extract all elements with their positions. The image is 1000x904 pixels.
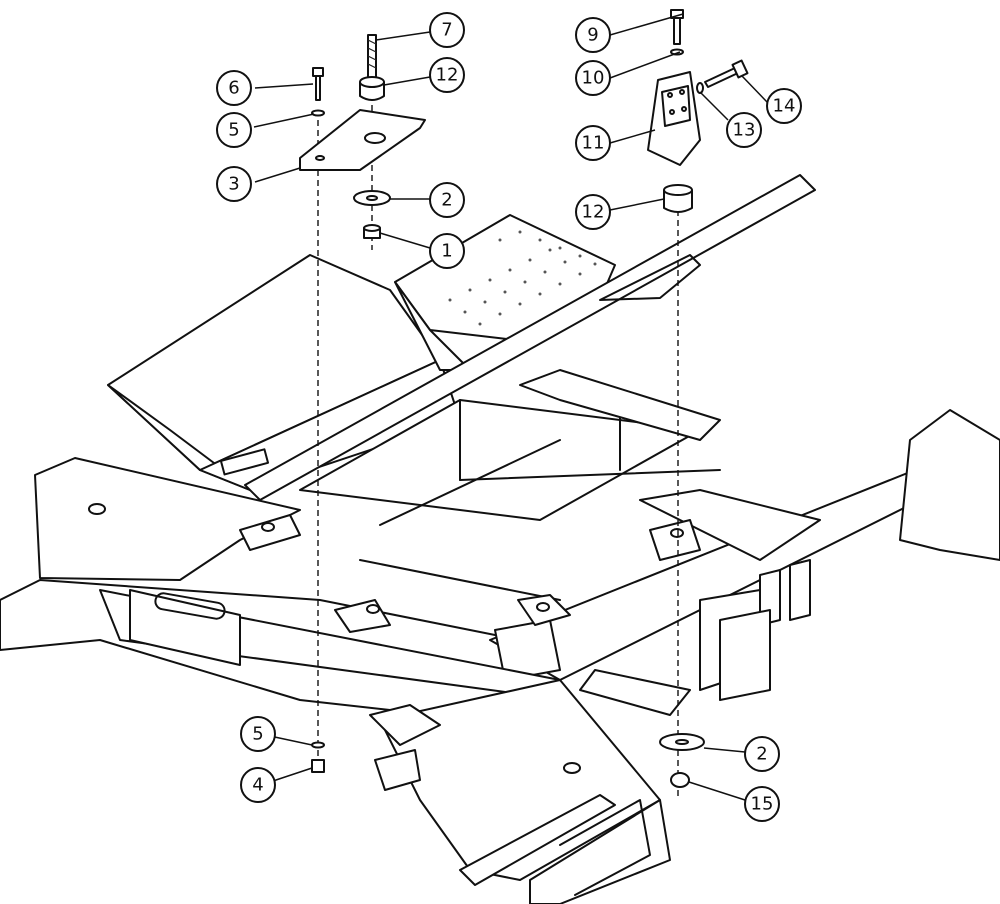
- callout-label: 3: [228, 174, 239, 195]
- callout-label: 7: [441, 20, 452, 41]
- lower-left-rail: [99, 589, 566, 701]
- callout-label: 2: [756, 744, 767, 765]
- callout-11: 11: [575, 125, 611, 161]
- right-beam: [489, 409, 1000, 701]
- callout-label: 6: [228, 78, 239, 99]
- callout-label: 13: [733, 120, 756, 141]
- callout-12-right: 12: [575, 194, 611, 230]
- mid-brackets: [239, 514, 701, 716]
- callout-9: 9: [575, 17, 611, 53]
- callout-label: 12: [436, 65, 459, 86]
- front-bottom-member: [369, 679, 671, 904]
- callout-label: 5: [252, 724, 263, 745]
- callout-15: 15: [744, 786, 780, 822]
- leader-lines: [253, 13, 769, 801]
- callout-label: 11: [582, 133, 605, 154]
- callout-label: 5: [228, 120, 239, 141]
- callout-label: 14: [773, 96, 796, 117]
- callout-10: 10: [575, 60, 611, 96]
- callout-6: 6: [216, 70, 252, 106]
- callout-1: 1: [429, 233, 465, 269]
- callout-label: 2: [441, 190, 452, 211]
- right-hardware: [647, 9, 749, 788]
- callout-label: 1: [441, 241, 452, 262]
- callout-label: 15: [751, 794, 774, 815]
- callout-label: 9: [587, 25, 598, 46]
- central-frame: [299, 369, 721, 601]
- callout-12-left: 12: [429, 57, 465, 93]
- callout-5-top: 5: [216, 112, 252, 148]
- left-housing: [107, 254, 461, 491]
- callout-2-top: 2: [429, 182, 465, 218]
- callout-label: 10: [582, 68, 605, 89]
- callout-13: 13: [726, 112, 762, 148]
- left-hardware: [299, 34, 426, 773]
- callout-7: 7: [429, 12, 465, 48]
- callout-5-bottom: 5: [240, 716, 276, 752]
- callout-label: 4: [252, 775, 263, 796]
- callout-label: 12: [582, 202, 605, 223]
- callout-4: 4: [240, 767, 276, 803]
- callout-14: 14: [766, 88, 802, 124]
- top-diagonal-bar: [244, 174, 816, 501]
- callout-3: 3: [216, 166, 252, 202]
- callout-2-bottom: 2: [744, 736, 780, 772]
